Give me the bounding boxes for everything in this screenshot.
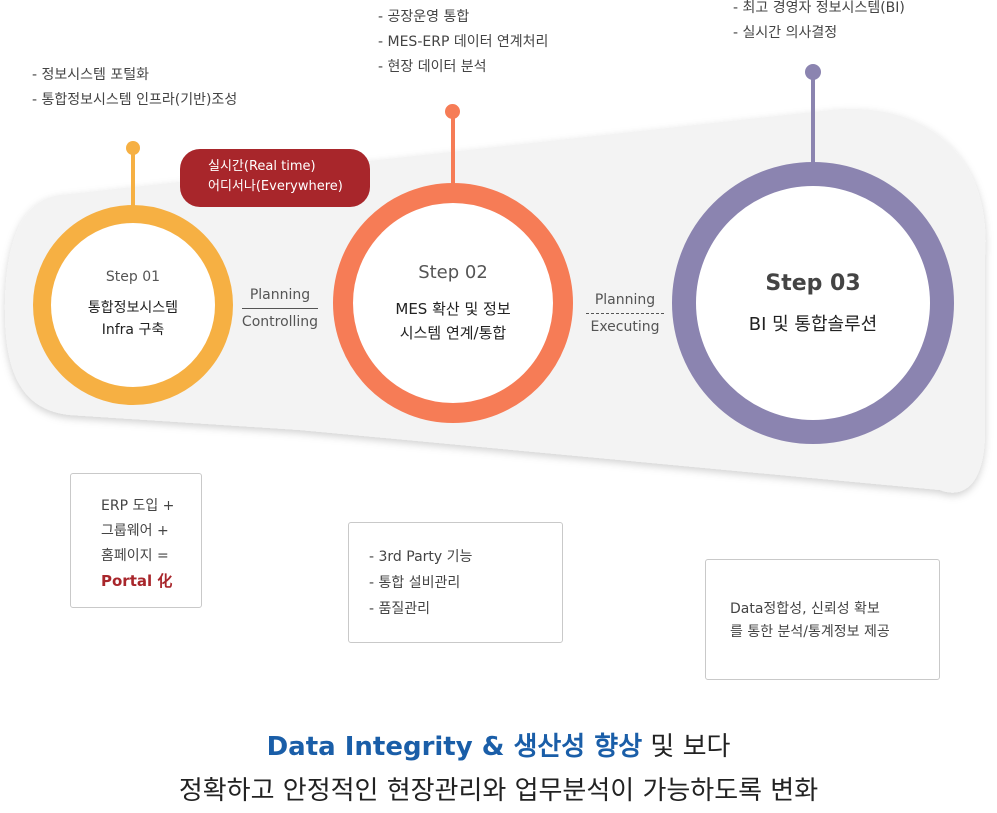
- step-02-pin-line: [451, 114, 455, 188]
- connector-2-top: Planning: [594, 292, 656, 308]
- step-01-label: Step 01: [105, 269, 161, 285]
- step-02-bullet: - 공장운영 통합: [378, 9, 470, 25]
- step-03-bullets: - 최고 경영자 정보시스템(BI) - 실시간 의사결정: [733, 0, 905, 46]
- step-03-detail-box: Data정합성, 신뢰성 확보 를 통한 분석/통계정보 제공: [705, 559, 940, 680]
- connector-2: Planning Executing: [584, 291, 666, 336]
- box-1-line: ERP 도입 +: [101, 498, 175, 514]
- step-01-pin-line: [131, 150, 135, 208]
- step-03-bullet: - 최고 경영자 정보시스템(BI): [733, 0, 905, 16]
- step-01-ring: Step 01 통합정보시스템 Infra 구축: [33, 205, 233, 405]
- box-2-line: - 통합 설비관리: [369, 575, 461, 591]
- footer-line-2: 정확하고 안정적인 현장관리와 업무분석이 가능하도록 변화: [178, 776, 819, 806]
- box-1-line: 홈페이지 =: [101, 548, 169, 564]
- box-3-line: Data정합성, 신뢰성 확보: [730, 601, 880, 617]
- step-02-bullet: - MES-ERP 데이터 연계처리: [378, 34, 549, 50]
- step-03-ring: Step 03 BI 및 통합솔루션: [672, 162, 954, 444]
- step-01-title-line: 통합정보시스템: [87, 300, 179, 316]
- step-01-bullet: - 정보시스템 포털화: [32, 67, 149, 83]
- footer-text: Data Integrity & 생산성 향상 및 보다 정확하고 안정적인 현…: [0, 725, 997, 813]
- connector-1-line: [242, 308, 318, 309]
- step-03-label: Step 03: [765, 270, 861, 296]
- realtime-pill: 실시간(Real time) 어디서나(Everywhere): [180, 149, 370, 207]
- box-1-highlight: Portal 化: [101, 572, 173, 590]
- box-2-line: - 품질관리: [369, 601, 431, 617]
- step-01-detail-box: ERP 도입 + 그룹웨어 + 홈페이지 = Portal 化: [70, 473, 202, 608]
- step-02-bullet: - 현장 데이터 분석: [378, 59, 487, 75]
- step-01-bullets: - 정보시스템 포털화 - 통합정보시스템 인프라(기반)조성: [32, 63, 237, 113]
- step-01-title-line: Infra 구축: [101, 322, 165, 338]
- pill-line-2: 어디서나(Everywhere): [208, 179, 343, 194]
- box-3-line: 를 통한 분석/통계정보 제공: [730, 624, 890, 640]
- footer-rest: 및 보다: [642, 732, 731, 762]
- step-02-label: Step 02: [418, 261, 488, 283]
- connector-1-bottom: Controlling: [241, 314, 319, 330]
- step-03-pin-line: [811, 75, 815, 167]
- step-02-ring: Step 02 MES 확산 및 정보 시스템 연계/통합: [333, 183, 573, 423]
- connector-1-top: Planning: [249, 287, 311, 303]
- step-02-title-line: MES 확산 및 정보: [395, 299, 511, 318]
- footer-highlight: Data Integrity & 생산성 향상: [266, 732, 643, 762]
- connector-2-line: [586, 313, 664, 314]
- connector-2-bottom: Executing: [590, 319, 660, 335]
- step-02-title-line: 시스템 연계/통합: [399, 323, 507, 342]
- box-1-line: 그룹웨어 +: [101, 523, 169, 539]
- pill-line-1: 실시간(Real time): [208, 159, 316, 174]
- step-02-bullets: - 공장운영 통합 - MES-ERP 데이터 연계처리 - 현장 데이터 분석: [378, 5, 548, 80]
- step-02-pin-dot: [445, 104, 460, 119]
- step-01-pin-dot: [126, 141, 140, 155]
- connector-1: Planning Controlling: [240, 286, 320, 331]
- step-02-detail-box: - 3rd Party 기능 - 통합 설비관리 - 품질관리: [348, 522, 563, 643]
- step-03-title-line: BI 및 통합솔루션: [748, 313, 878, 335]
- step-01-bullet: - 통합정보시스템 인프라(기반)조성: [32, 92, 238, 108]
- step-03-pin-dot: [805, 64, 821, 80]
- footer-line-1: Data Integrity & 생산성 향상 및 보다: [0, 725, 997, 769]
- step-03-bullet: - 실시간 의사결정: [733, 25, 838, 41]
- box-2-line: - 3rd Party 기능: [369, 549, 473, 565]
